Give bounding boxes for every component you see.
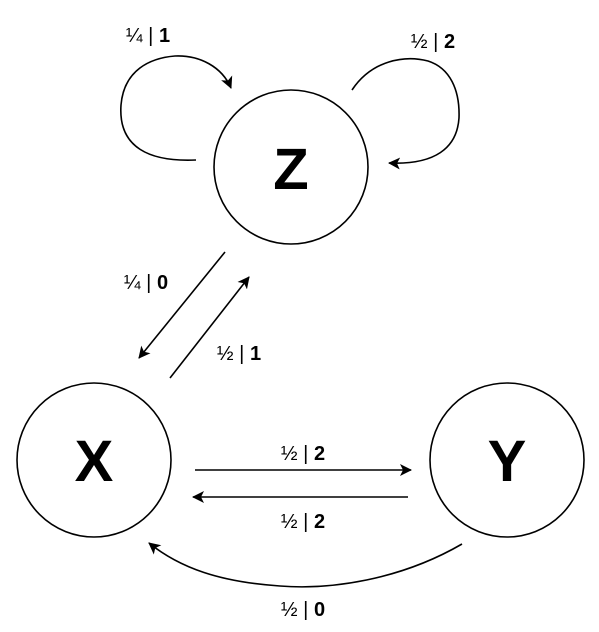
label-x-to-z: ½ | 1 bbox=[217, 343, 261, 365]
label-z-to-x-prob: ¼ bbox=[124, 272, 141, 294]
label-z-self-left-sep: | bbox=[148, 25, 153, 47]
label-x-to-z-prob: ½ bbox=[217, 343, 234, 365]
label-x-to-z-output: 1 bbox=[250, 343, 261, 365]
label-z-self-left-prob: ¼ bbox=[126, 25, 143, 47]
label-z-to-x-sep: | bbox=[146, 272, 151, 294]
label-x-to-y-prob: ½ bbox=[281, 443, 298, 465]
label-z-self-right: ½ | 2 bbox=[411, 31, 455, 53]
label-z-to-x: ¼ | 0 bbox=[124, 272, 168, 294]
state-y-circle bbox=[429, 382, 585, 538]
state-y-label: Y bbox=[488, 429, 527, 494]
edge-z-self-right bbox=[351, 58, 460, 170]
edge-y-to-x-curved bbox=[148, 542, 463, 588]
label-x-to-z-sep: | bbox=[239, 343, 244, 365]
label-y-to-x-curved-output: 0 bbox=[314, 599, 325, 621]
label-z-self-left-output: 1 bbox=[159, 25, 170, 47]
label-y-to-x-straight-output: 2 bbox=[314, 511, 325, 533]
state-y: Y bbox=[429, 382, 585, 538]
label-y-to-x-straight: ½ | 2 bbox=[281, 511, 325, 533]
label-z-self-right-output: 2 bbox=[444, 31, 455, 53]
state-x-circle bbox=[16, 382, 172, 538]
edge-z-to-x bbox=[138, 251, 226, 359]
label-x-to-y-sep: | bbox=[303, 443, 308, 465]
label-y-to-x-straight-sep: | bbox=[303, 511, 308, 533]
label-z-self-left: ¼ | 1 bbox=[126, 25, 170, 47]
label-x-to-y-output: 2 bbox=[314, 443, 325, 465]
label-y-to-x-curved-prob: ½ bbox=[281, 599, 298, 621]
label-z-to-x-output: 0 bbox=[157, 272, 168, 294]
label-x-to-y: ½ | 2 bbox=[281, 443, 325, 465]
edge-z-self-left bbox=[120, 55, 233, 161]
label-y-to-x-curved-sep: | bbox=[303, 599, 308, 621]
state-x: X bbox=[16, 382, 172, 538]
label-z-self-right-prob: ½ bbox=[411, 31, 428, 53]
state-z: Z bbox=[213, 89, 369, 245]
edge-x-to-z bbox=[169, 276, 250, 379]
label-y-to-x-curved: ½ | 0 bbox=[281, 599, 325, 621]
state-x-label: X bbox=[75, 429, 114, 494]
state-z-label: Z bbox=[273, 137, 308, 202]
label-y-to-x-straight-prob: ½ bbox=[281, 511, 298, 533]
label-z-self-right-sep: | bbox=[433, 31, 438, 53]
state-z-circle bbox=[213, 89, 369, 245]
